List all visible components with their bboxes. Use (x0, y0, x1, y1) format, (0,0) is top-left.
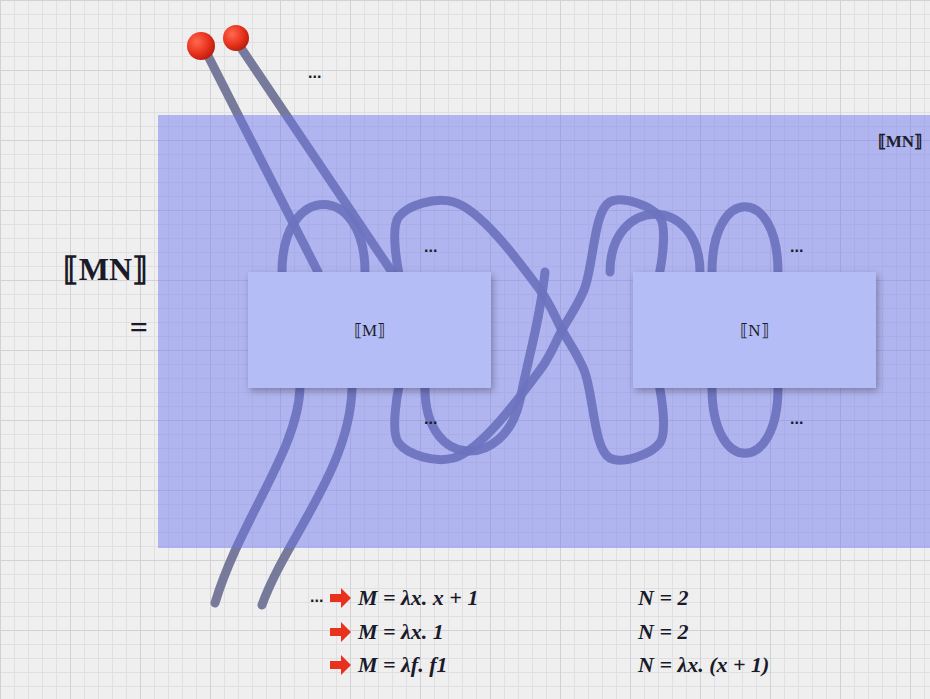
equation-label: ⟦MN⟧ = (40, 240, 148, 356)
node-title: ⟦N⟧ (740, 320, 768, 341)
example-text: N = 2 (638, 585, 688, 611)
example-text: N = 2 (638, 619, 688, 645)
ellipsis: ... (790, 410, 803, 428)
example-text: M = λx. 1 (358, 619, 444, 645)
ellipsis: ... (790, 238, 803, 256)
term-box: ⟦M⟧ (248, 272, 491, 388)
example-text: M = λf. f1 (358, 652, 448, 678)
node-title: ⟦M⟧ (354, 320, 385, 341)
term-box: ⟦N⟧ (633, 272, 876, 388)
wire-end-dot (187, 32, 215, 60)
example-text: N = λx. (x + 1) (638, 652, 769, 678)
wire-end-dot (223, 25, 249, 51)
arrow-bullet (330, 588, 351, 608)
arrow-bullet (330, 622, 351, 642)
semantic-region: ⟦MN⟧ ⟦M⟧ ⟦N⟧ (158, 115, 930, 548)
ellipsis: ... (424, 410, 437, 428)
ellipsis: ... (308, 64, 321, 82)
ellipsis: ... (310, 588, 323, 606)
arrow-bullets (330, 588, 351, 675)
arrow-bullet (330, 655, 351, 675)
ellipsis: ... (424, 238, 437, 256)
node-title: ⟦MN⟧ (878, 131, 922, 152)
example-text: M = λx. x + 1 (358, 585, 478, 611)
